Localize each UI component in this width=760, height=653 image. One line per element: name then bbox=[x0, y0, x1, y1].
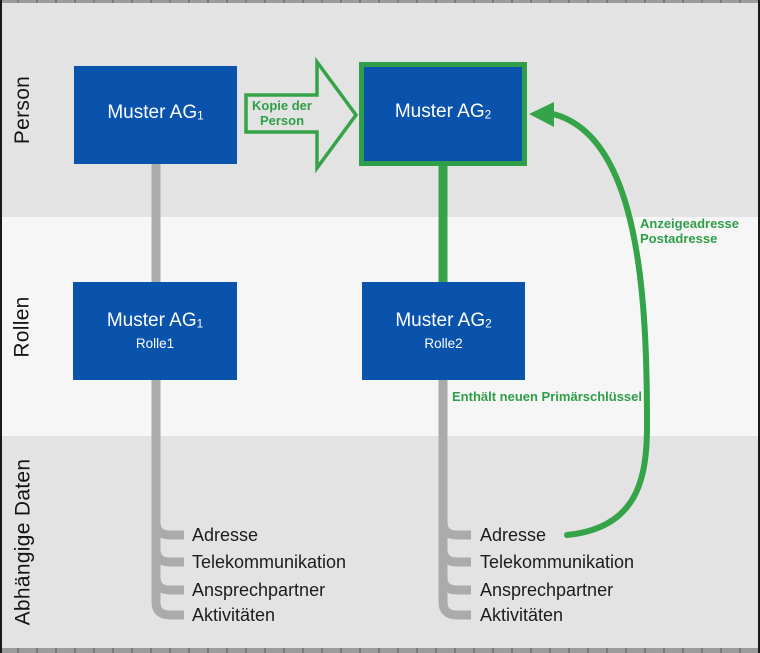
branch-left-adresse bbox=[151, 521, 184, 540]
frame-right-border bbox=[758, 0, 760, 653]
person-box1-name: Muster AG bbox=[107, 102, 198, 124]
rolle-box-muster-ag1: Muster AG1 Rolle1 bbox=[73, 282, 237, 380]
rolle-box2-name: Muster AG bbox=[395, 309, 486, 331]
copy-arrow-label-line2: Person bbox=[259, 113, 305, 128]
band-label-dependent: Abhängige Daten bbox=[11, 458, 34, 626]
dependent-item-right-aktivitaeten: Aktivitäten bbox=[480, 605, 564, 625]
band-label-rollen-wrap: Rollen bbox=[0, 217, 46, 436]
address-link-label: Anzeigeadresse Postadresse bbox=[640, 216, 739, 246]
address-link-arrowhead-icon bbox=[529, 102, 554, 127]
trunk-right bbox=[438, 376, 471, 620]
frame-left-border bbox=[0, 0, 2, 653]
copy-arrow-shape bbox=[244, 56, 359, 174]
dependent-item-right-ansprechpartner: Ansprechpartner bbox=[480, 580, 614, 600]
dependent-item-left-aktivitaeten: Aktivitäten bbox=[192, 605, 276, 625]
branch-right-adresse bbox=[438, 521, 471, 540]
rolle-box-muster-ag2: Muster AG2 Rolle2 bbox=[362, 282, 525, 380]
person-box2-title: Muster AG2 bbox=[395, 101, 491, 126]
address-link-label-line1: Anzeigeadresse bbox=[640, 216, 739, 231]
rolle-box1-subscript: 1 bbox=[196, 317, 204, 331]
person-box-muster-ag2: Muster AG2 bbox=[359, 62, 527, 166]
rolle-box2-subscript: 2 bbox=[485, 317, 492, 331]
primary-key-note: Enthält neuen Primärschlüssel bbox=[452, 389, 643, 404]
dependent-item-right-adresse: Adresse bbox=[480, 525, 547, 545]
rolle-box1-name: Muster AG bbox=[106, 309, 197, 331]
branch-left-ansprechpartner bbox=[151, 576, 184, 595]
dependent-item-left-adresse: Adresse bbox=[192, 525, 259, 545]
rolle-box2-title: Muster AG2 bbox=[395, 310, 491, 335]
rolle-box1-title: Muster AG1 bbox=[107, 310, 203, 335]
band-dependent bbox=[2, 436, 758, 648]
branch-left-telekommunikation bbox=[151, 548, 184, 567]
tree-connector-right bbox=[438, 376, 471, 620]
person-box-muster-ag1: Muster AG1 bbox=[74, 66, 237, 164]
band-label-dependent-wrap: Abhängige Daten bbox=[0, 436, 46, 648]
person-box1-subscript: 1 bbox=[197, 109, 204, 123]
band-label-rollen: Rollen bbox=[11, 295, 34, 358]
rolle-box1-role: Rolle1 bbox=[135, 336, 175, 352]
person-box1-title: Muster AG1 bbox=[107, 102, 203, 127]
person-box2-subscript: 2 bbox=[484, 108, 492, 122]
dependent-item-left-ansprechpartner: Ansprechpartner bbox=[192, 580, 326, 600]
address-link-label-line2: Postadresse bbox=[640, 231, 718, 246]
person-box2-name: Muster AG bbox=[394, 101, 485, 123]
copy-arrow-label: Kopie der Person bbox=[247, 94, 317, 132]
tree-connector-left bbox=[151, 376, 184, 620]
dependent-item-left-telekommunikation: Telekommunikation bbox=[192, 552, 347, 572]
band-label-person-wrap: Person bbox=[0, 3, 46, 217]
frame-bottom-gridline-strip bbox=[0, 648, 760, 653]
dependent-item-right-telekommunikation: Telekommunikation bbox=[480, 552, 635, 572]
rolle-box2-role: Rolle2 bbox=[424, 336, 463, 352]
branch-right-ansprechpartner bbox=[438, 576, 471, 595]
copy-arrow-label-line1: Kopie der bbox=[252, 98, 312, 113]
address-link-curve bbox=[550, 111, 651, 538]
trunk-left bbox=[151, 376, 184, 620]
frame-top-gridline-strip bbox=[0, 0, 760, 3]
branch-right-telekommunikation bbox=[438, 548, 471, 567]
band-label-person: Person bbox=[11, 75, 34, 145]
